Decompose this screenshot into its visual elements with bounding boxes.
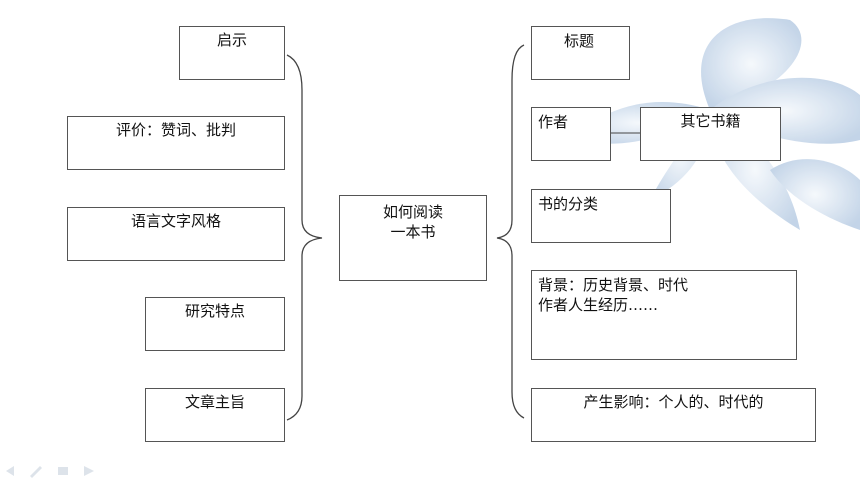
node-language-style: 语言文字风格 bbox=[67, 207, 285, 261]
center-node: 如何阅读 一本书 bbox=[339, 195, 487, 281]
node-main-idea: 文章主旨 bbox=[145, 388, 285, 442]
node-inspiration: 启示 bbox=[179, 26, 285, 80]
left-brace bbox=[286, 54, 323, 421]
node-influence: 产生影响：个人的、时代的 bbox=[531, 388, 816, 442]
center-node-line1: 如何阅读 bbox=[382, 203, 443, 221]
prev-arrow-icon bbox=[6, 466, 14, 476]
node-other-books: 其它书籍 bbox=[640, 107, 781, 161]
node-background-line2: 作者人生经历…… bbox=[538, 296, 659, 314]
node-author: 作者 bbox=[531, 107, 611, 161]
next-arrow-icon bbox=[84, 466, 94, 476]
node-research-features: 研究特点 bbox=[145, 297, 285, 351]
node-evaluation-label: 评价：赞词、批判 bbox=[115, 121, 236, 139]
node-title: 标题 bbox=[531, 26, 630, 80]
node-classification-label: 书的分类 bbox=[538, 195, 599, 213]
node-research-features-label: 研究特点 bbox=[184, 302, 245, 320]
node-background: 背景：历史背景、时代 作者人生经历…… bbox=[531, 270, 797, 360]
node-background-line1: 背景：历史背景、时代 bbox=[538, 276, 689, 294]
slide-nav-icons[interactable] bbox=[4, 464, 104, 478]
node-title-label: 标题 bbox=[564, 32, 595, 50]
node-main-idea-label: 文章主旨 bbox=[184, 393, 245, 411]
pen-icon bbox=[30, 466, 42, 478]
node-other-books-label: 其它书籍 bbox=[680, 112, 741, 130]
node-inspiration-label: 启示 bbox=[216, 31, 247, 49]
center-node-line2: 一本书 bbox=[390, 223, 436, 241]
node-language-style-label: 语言文字风格 bbox=[130, 212, 221, 230]
node-author-label: 作者 bbox=[538, 113, 569, 131]
node-influence-label: 产生影响：个人的、时代的 bbox=[583, 393, 764, 411]
node-classification: 书的分类 bbox=[531, 189, 671, 243]
right-brace bbox=[496, 44, 525, 419]
node-evaluation: 评价：赞词、批判 bbox=[67, 116, 285, 170]
menu-icon bbox=[58, 467, 68, 475]
